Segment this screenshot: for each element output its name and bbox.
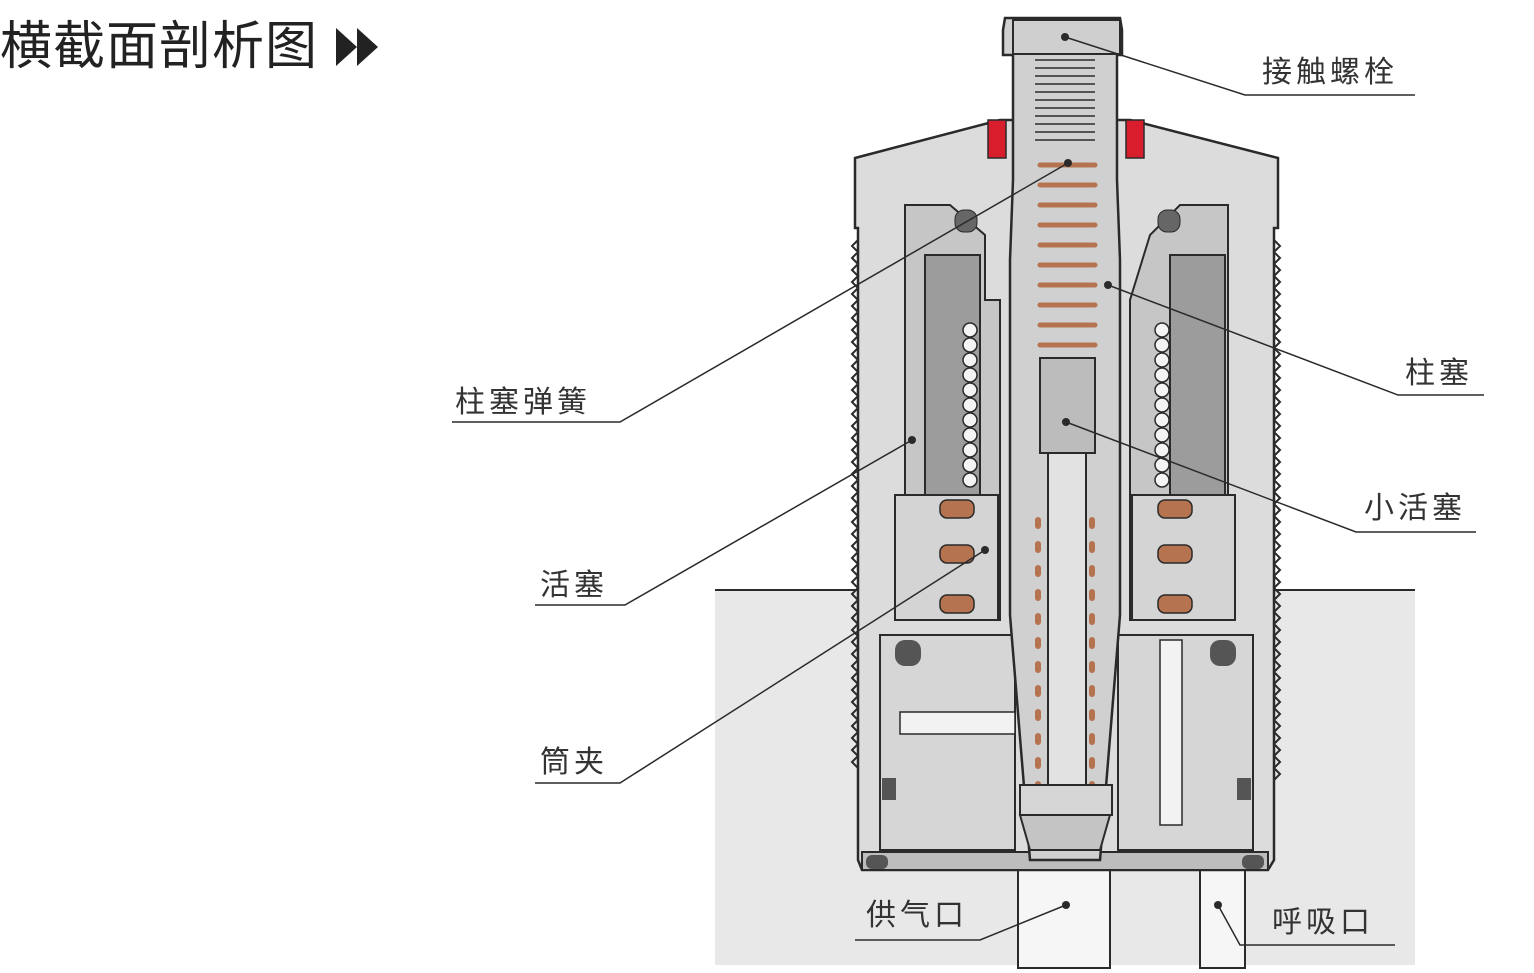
leader-lines <box>452 36 1484 946</box>
label-air-supply-port: 供气口 <box>866 898 968 933</box>
page-title: 横截面剖析图 <box>0 14 379 80</box>
ball-bearings <box>962 322 1170 488</box>
leader-breather <box>1217 904 1395 946</box>
label-collet: 筒夹 <box>540 745 608 780</box>
leader-air-supply <box>855 904 1067 941</box>
label-small-piston: 小活塞 <box>1364 491 1466 526</box>
leader-piston <box>535 439 913 606</box>
leader-contact-bolt <box>1064 36 1415 96</box>
plunger-assembly <box>1001 16 1124 862</box>
play-arrow-icon-2 <box>357 28 379 66</box>
page-title-text: 横截面剖析图 <box>0 17 319 77</box>
leader-plunger-spring <box>452 162 1069 423</box>
play-arrow-icon <box>336 28 358 66</box>
leader-collet <box>535 549 986 784</box>
leader-small-piston <box>1065 421 1476 533</box>
red-seals <box>987 119 1145 159</box>
label-piston: 活塞 <box>540 568 608 603</box>
label-plunger-spring: 柱塞弹簧 <box>455 385 591 420</box>
piston-seals <box>939 499 1193 614</box>
label-breather-port: 呼吸口 <box>1272 905 1374 940</box>
label-plunger: 柱塞 <box>1405 356 1473 391</box>
label-contact-bolt: 接触螺栓 <box>1262 55 1398 90</box>
lower-internals <box>879 634 1254 851</box>
leader-plunger <box>1107 284 1484 396</box>
leader-dots <box>908 33 1222 909</box>
